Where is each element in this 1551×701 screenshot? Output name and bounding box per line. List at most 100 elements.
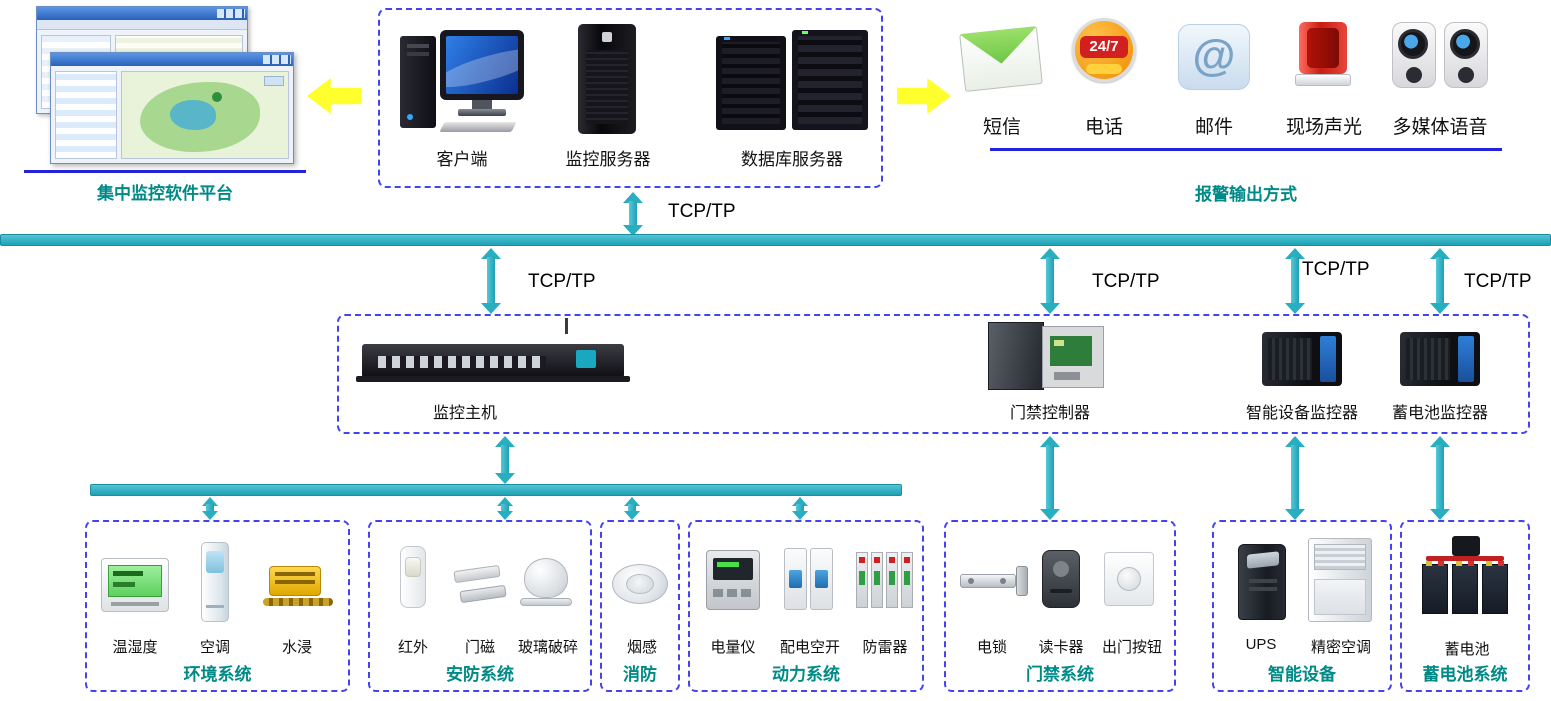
device-label: 读卡器 bbox=[1038, 639, 1084, 656]
tcp-arrow-3 bbox=[1285, 248, 1305, 314]
subsystem-title-security: 安防系统 bbox=[446, 665, 514, 684]
window-titlebar bbox=[37, 7, 247, 20]
subsystem-title-environment: 环境系统 bbox=[183, 665, 252, 684]
device-label: 温湿度 bbox=[112, 639, 158, 656]
access-controller-label: 门禁控制器 bbox=[1009, 405, 1090, 422]
tcp-arrow-top bbox=[623, 192, 643, 236]
arrow-power bbox=[792, 497, 808, 520]
arrow-host-to-bus2 bbox=[495, 436, 515, 484]
smart-device-monitor-image bbox=[1260, 330, 1344, 388]
arrow-fire bbox=[624, 497, 640, 520]
temp-humidity-sensor-image bbox=[101, 558, 169, 612]
sms-envelope-icon bbox=[959, 26, 1043, 92]
database-server-label: 数据库服务器 bbox=[741, 150, 843, 169]
door-magnet-image bbox=[453, 564, 508, 608]
subsystem-title-access: 门禁系统 bbox=[1026, 665, 1094, 684]
field-bus bbox=[90, 484, 902, 496]
phone-247-icon: 24/7 bbox=[1072, 18, 1138, 90]
arrow-env bbox=[202, 497, 218, 520]
client-computer-image bbox=[398, 22, 526, 140]
tcp-arrow-1 bbox=[481, 248, 501, 314]
arrow-to-alarms bbox=[897, 78, 951, 114]
arrow-smart-down bbox=[1285, 436, 1305, 520]
device-label: 红外 bbox=[397, 639, 428, 656]
at-glyph: @ bbox=[1192, 31, 1236, 80]
tcp-label-2: TCP/TP bbox=[1092, 271, 1160, 292]
alarm-title: 报警输出方式 bbox=[1195, 185, 1297, 204]
software-screenshot-front bbox=[50, 52, 294, 164]
subsystem-box-power: 电量仪 配电空开 防雷器 动力系统 bbox=[688, 520, 924, 692]
tcp-arrow-2 bbox=[1040, 248, 1060, 314]
glass-break-sensor-image bbox=[520, 556, 572, 608]
water-leak-sensor-image bbox=[263, 562, 333, 610]
device-label: 水浸 bbox=[281, 639, 312, 656]
smoke-detector-image bbox=[612, 558, 668, 608]
exit-button-image bbox=[1104, 552, 1154, 606]
device-label: 电锁 bbox=[976, 639, 1007, 656]
battery-monitor-image bbox=[1398, 330, 1482, 388]
client-label: 客户端 bbox=[436, 150, 488, 169]
battery-bank-image bbox=[1418, 536, 1514, 626]
subsystem-box-battery: 蓄电池 蓄电池系统 bbox=[1400, 520, 1530, 692]
alarm-underline bbox=[990, 148, 1502, 151]
ups-image bbox=[1238, 544, 1286, 620]
subsystem-title-smart: 智能设备 bbox=[1268, 665, 1336, 684]
email-at-icon: @ bbox=[1178, 24, 1250, 90]
air-conditioner-image bbox=[201, 542, 229, 622]
platform-underline bbox=[24, 170, 306, 173]
window-titlebar bbox=[51, 53, 293, 66]
arrow-security bbox=[497, 497, 513, 520]
smart-device-monitor-label: 智能设备监控器 bbox=[1245, 405, 1358, 422]
monitoring-host-image bbox=[356, 318, 630, 390]
arrow-access-down bbox=[1040, 436, 1060, 520]
device-label: 门磁 bbox=[464, 639, 495, 656]
infrared-sensor-image bbox=[400, 546, 426, 608]
tcp-arrow-4 bbox=[1430, 248, 1450, 314]
subsystem-title-battery: 蓄电池系统 bbox=[1422, 665, 1508, 684]
device-label: 出门按钮 bbox=[1101, 639, 1162, 656]
electric-lock-image bbox=[960, 566, 1028, 598]
surge-protector-image bbox=[856, 550, 914, 610]
arrow-to-platform bbox=[307, 78, 361, 114]
card-reader-image bbox=[1042, 550, 1080, 608]
device-label: 防雷器 bbox=[862, 639, 908, 656]
tcp-label-1: TCP/TP bbox=[528, 271, 596, 292]
platform-title: 集中监控软件平台 bbox=[97, 184, 233, 203]
database-server-image bbox=[716, 30, 868, 130]
speakers-icon bbox=[1392, 20, 1488, 92]
precision-ac-image bbox=[1308, 538, 1372, 622]
tcp-label-top: TCP/TP bbox=[668, 201, 736, 222]
subsystem-box-fire: 烟感 消防 bbox=[600, 520, 680, 692]
subsystem-box-smart: UPS 精密空调 智能设备 bbox=[1212, 520, 1392, 692]
power-meter-image bbox=[706, 550, 760, 610]
monitoring-host-label: 监控主机 bbox=[432, 405, 497, 422]
map-panel bbox=[121, 71, 289, 159]
email-label: 邮件 bbox=[1194, 117, 1233, 138]
strobe-light-icon bbox=[1295, 22, 1351, 90]
main-network-bus bbox=[0, 234, 1551, 246]
phone-label: 电话 bbox=[1084, 117, 1123, 138]
tcp-label-4: TCP/TP bbox=[1464, 271, 1532, 292]
phone-badge: 24/7 bbox=[1080, 36, 1128, 58]
device-label: UPS bbox=[1245, 636, 1277, 653]
monitoring-server-image bbox=[578, 24, 636, 134]
device-label: 配电空开 bbox=[779, 639, 840, 656]
arrow-battery-down bbox=[1430, 436, 1450, 520]
subsystem-title-fire: 消防 bbox=[623, 665, 657, 684]
tcp-label-3: TCP/TP bbox=[1302, 259, 1370, 280]
circuit-breaker-image bbox=[784, 548, 834, 610]
device-label: 玻璃破碎 bbox=[517, 639, 578, 656]
subsystem-title-power: 动力系统 bbox=[772, 665, 840, 684]
battery-monitor-label: 蓄电池监控器 bbox=[1391, 405, 1488, 422]
device-label: 精密空调 bbox=[1310, 639, 1371, 656]
device-label: 烟感 bbox=[626, 639, 657, 656]
sms-label: 短信 bbox=[982, 117, 1021, 138]
subsystem-box-environment: 温湿度 空调 水浸 环境系统 bbox=[85, 520, 350, 692]
subsystem-box-access: 电锁 读卡器 出门按钮 门禁系统 bbox=[944, 520, 1176, 692]
device-label: 蓄电池 bbox=[1444, 641, 1490, 658]
speakers-label: 多媒体语音 bbox=[1392, 117, 1488, 138]
access-controller-image bbox=[988, 322, 1106, 390]
monitoring-server-label: 监控服务器 bbox=[565, 150, 651, 169]
device-label: 空调 bbox=[199, 639, 230, 656]
